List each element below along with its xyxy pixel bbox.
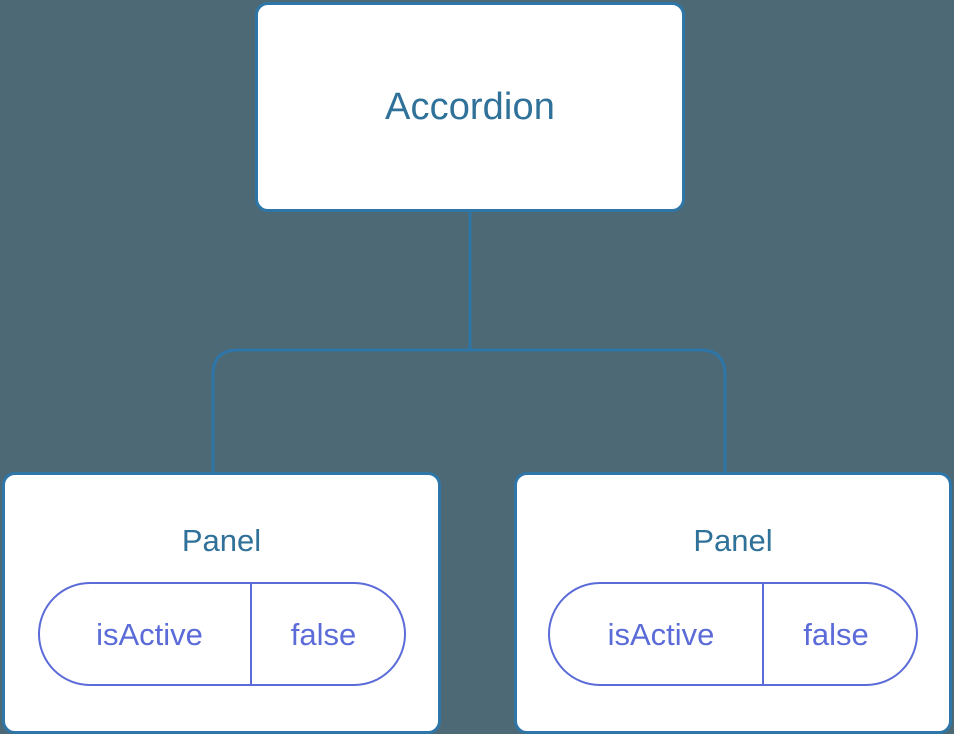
- state-key: isActive: [40, 584, 252, 684]
- connector-bus-right: [470, 348, 727, 472]
- connector-bus-left: [211, 348, 470, 472]
- node-accordion[interactable]: Accordion: [255, 2, 685, 212]
- state-value: false: [803, 616, 869, 652]
- node-title: Panel: [693, 523, 773, 558]
- state-key: isActive: [550, 584, 764, 684]
- state-badge-isactive[interactable]: isActive false: [548, 582, 918, 686]
- node-title: Accordion: [385, 86, 555, 128]
- node-title: Panel: [181, 523, 262, 558]
- node-panel-left[interactable]: Panel isActive false: [2, 472, 441, 734]
- state-value: false: [290, 616, 357, 652]
- state-badge-isactive[interactable]: isActive false: [37, 582, 406, 686]
- node-panel-right[interactable]: Panel isActive false: [514, 472, 952, 734]
